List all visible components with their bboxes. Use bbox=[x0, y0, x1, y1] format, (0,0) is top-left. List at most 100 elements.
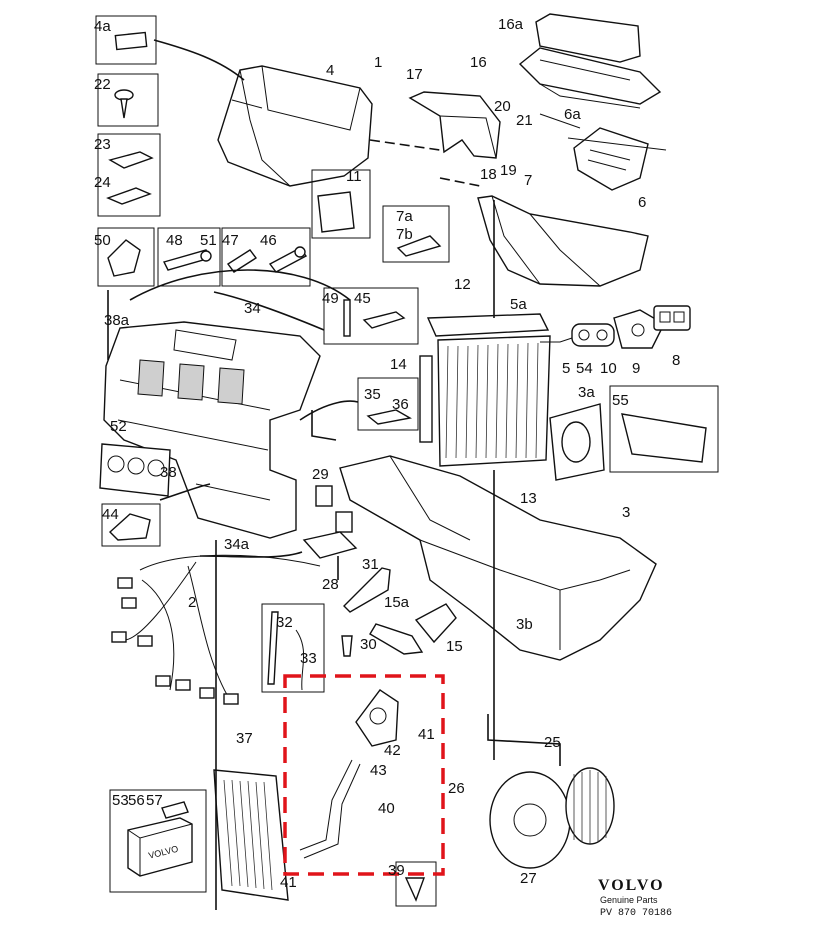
part-15a-clip bbox=[369, 623, 424, 655]
part-28-bracket bbox=[302, 531, 358, 559]
label-21: 21 bbox=[516, 112, 533, 129]
part-49-45-box bbox=[323, 287, 419, 345]
label-29: 29 bbox=[312, 466, 329, 483]
part-10-gasket bbox=[571, 323, 615, 347]
label-53: 53 bbox=[112, 792, 129, 809]
reference-number: PV 870 70186 bbox=[600, 908, 672, 919]
label-47: 47 bbox=[222, 232, 239, 249]
label-52: 52 bbox=[110, 418, 127, 435]
label-36: 36 bbox=[392, 396, 409, 413]
part-16-frame bbox=[518, 47, 662, 109]
label-38a: 38a bbox=[104, 312, 130, 329]
label-7a: 7a bbox=[396, 208, 413, 225]
label-55: 55 bbox=[612, 392, 629, 409]
label-11: 11 bbox=[346, 168, 362, 185]
part-16a-cover bbox=[535, 13, 641, 63]
part-35-36-box bbox=[357, 377, 419, 431]
label-46: 46 bbox=[260, 232, 277, 249]
label-15a: 15a bbox=[384, 594, 410, 611]
part-39-box bbox=[395, 861, 437, 907]
label-3: 3 bbox=[622, 504, 630, 521]
label-7b: 7b bbox=[396, 226, 413, 243]
label-44: 44 bbox=[102, 506, 119, 523]
label-34: 34 bbox=[244, 300, 261, 317]
part-3a-ring bbox=[549, 403, 605, 481]
label-30: 30 bbox=[360, 636, 377, 653]
label-57: 57 bbox=[146, 792, 163, 809]
volvo-logo-text: VOLVO bbox=[598, 877, 665, 894]
part-15-flap bbox=[414, 603, 457, 644]
part-52-control-panel bbox=[99, 443, 171, 497]
label-7: 7 bbox=[524, 172, 532, 189]
label-9: 9 bbox=[632, 360, 640, 377]
label-16a: 16a bbox=[498, 16, 524, 33]
label-4a: 4a bbox=[94, 18, 111, 35]
label-4: 4 bbox=[326, 62, 334, 79]
label-27: 27 bbox=[520, 870, 537, 887]
part-5-evaporator bbox=[437, 335, 573, 467]
label-37: 37 bbox=[236, 730, 253, 747]
label-18: 18 bbox=[480, 166, 497, 183]
part-14-strip bbox=[419, 355, 433, 443]
label-19: 19 bbox=[500, 162, 517, 179]
label-31: 31 bbox=[362, 556, 379, 573]
part-3-lower-housing bbox=[339, 455, 657, 661]
label-3b: 3b bbox=[516, 616, 533, 633]
label-51: 51 bbox=[200, 232, 217, 249]
part-32-33-box bbox=[261, 603, 325, 693]
label-26: 26 bbox=[448, 780, 465, 797]
part-12-frame bbox=[426, 313, 550, 337]
label-28: 28 bbox=[322, 576, 339, 593]
part-6-vent bbox=[567, 127, 667, 191]
label-2: 2 bbox=[188, 594, 196, 611]
part-50-box bbox=[97, 227, 155, 287]
part-17-bracket bbox=[408, 91, 501, 159]
genuine-parts-text: Genuine Parts bbox=[600, 895, 658, 905]
part-30-screw bbox=[341, 635, 353, 657]
label-16: 16 bbox=[470, 54, 487, 71]
label-32: 32 bbox=[276, 614, 293, 631]
label-41-top: 41 bbox=[418, 726, 435, 743]
part-23-24-box bbox=[97, 133, 161, 217]
part-2-wiring-harness bbox=[111, 554, 321, 705]
label-1: 1 bbox=[374, 54, 382, 71]
part-53-56-57-box bbox=[109, 789, 207, 893]
part-11-box bbox=[311, 169, 371, 239]
label-33: 33 bbox=[300, 650, 317, 667]
part-34-38-heater-housing bbox=[103, 321, 321, 539]
part-55-box bbox=[609, 385, 719, 473]
label-42: 42 bbox=[384, 742, 401, 759]
part-22-box bbox=[97, 73, 159, 127]
label-13: 13 bbox=[520, 490, 537, 507]
label-50: 50 bbox=[94, 232, 111, 249]
label-14: 14 bbox=[390, 356, 407, 373]
label-56: 56 bbox=[128, 792, 145, 809]
label-8: 8 bbox=[672, 352, 680, 369]
label-24: 24 bbox=[94, 174, 111, 191]
label-20: 20 bbox=[494, 98, 511, 115]
label-25: 25 bbox=[544, 734, 561, 751]
label-48: 48 bbox=[166, 232, 183, 249]
label-49: 49 bbox=[322, 290, 339, 307]
label-23: 23 bbox=[94, 136, 111, 153]
label-5: 5 bbox=[562, 360, 570, 377]
part-44-box bbox=[101, 503, 161, 547]
part-7-duct bbox=[477, 195, 649, 287]
part-37-heater-core bbox=[213, 769, 289, 901]
part-48-51-box bbox=[157, 227, 221, 287]
label-22: 22 bbox=[94, 76, 111, 93]
label-5a: 5a bbox=[510, 296, 527, 313]
part-31-drain bbox=[343, 567, 391, 613]
label-41-bottom: 41 bbox=[280, 874, 297, 891]
label-10: 10 bbox=[600, 360, 617, 377]
label-38: 38 bbox=[160, 464, 177, 481]
label-3a: 3a bbox=[578, 384, 595, 401]
part-4-duct bbox=[217, 65, 373, 187]
label-35: 35 bbox=[364, 386, 381, 403]
part-9-gasket bbox=[613, 309, 665, 349]
part-40-pipes bbox=[299, 689, 399, 859]
part-7a-7b-box bbox=[382, 205, 450, 263]
leader-lines bbox=[107, 39, 581, 910]
